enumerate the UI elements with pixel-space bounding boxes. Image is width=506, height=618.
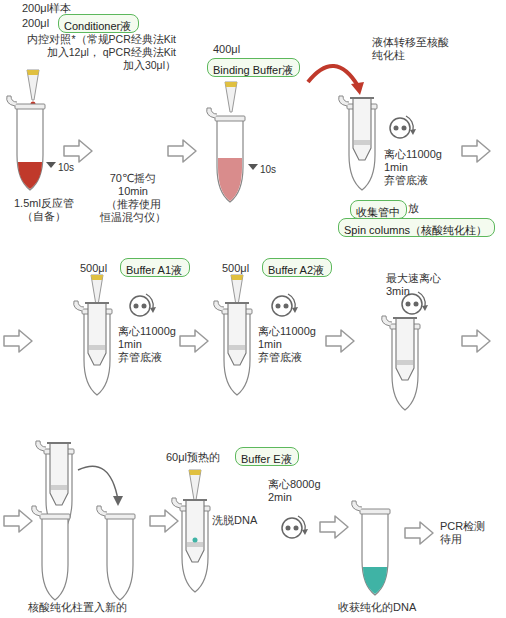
reagent-box: Buffer A2液 — [262, 258, 332, 277]
reaction-tube — [352, 501, 390, 595]
pipette-tip — [231, 275, 243, 305]
vortex-mark — [46, 162, 56, 168]
step-note: 核酸纯化柱置入新的 — [28, 601, 127, 614]
reaction-tube — [207, 108, 245, 202]
spin-column — [382, 316, 420, 410]
move-arrow-head — [113, 496, 123, 506]
reagent-box: Binding Buffer液 — [207, 58, 300, 77]
old-collection-tube — [32, 506, 70, 600]
drop — [193, 538, 198, 543]
pipette-tip — [225, 82, 237, 112]
step-arrow — [4, 330, 32, 352]
reagent-name: Binding Buffer液 — [213, 63, 293, 77]
centrifuge-icon — [272, 294, 298, 316]
reagent-box: 收集管中 — [350, 200, 407, 219]
centrifuge-icon — [390, 116, 416, 138]
sample-liquid — [18, 162, 42, 189]
reagent-name: 收集管中 — [356, 205, 400, 219]
step-1 — [7, 70, 56, 190]
step-note: 1.5ml反应管 （自备） — [14, 197, 74, 223]
centrifuge-icon — [282, 516, 308, 538]
step-note: PCR检测 待用 — [440, 520, 485, 546]
pipette-tip — [27, 70, 39, 100]
step-arrow — [150, 510, 178, 532]
step-note: 10s — [260, 163, 276, 176]
lysate-liquid — [218, 158, 242, 201]
step-note: 70℃摇匀 10min （推荐使用 恒温混匀仪） — [100, 172, 166, 224]
reagent-box: Conditioner液 — [58, 14, 139, 33]
step-note: 离心11000g 1min 弃管底液 — [118, 325, 176, 364]
step-note: 放 — [408, 202, 419, 215]
spin-column — [214, 301, 252, 395]
step-2 — [207, 66, 364, 202]
step-7 — [32, 441, 135, 600]
step-9 — [352, 501, 390, 595]
reagent-box: Buffer A1液 — [120, 258, 190, 277]
step-arrow — [462, 330, 490, 352]
reagent-name: Spin columns（核酸纯化柱） — [344, 223, 487, 237]
spin-column — [339, 96, 377, 190]
step-arrow — [64, 140, 92, 162]
centrifuge-icon — [130, 294, 156, 316]
step-note: 离心11000g 1min 弃管底液 — [258, 325, 316, 364]
step-note: 200μl — [22, 17, 49, 30]
reagent-name: Buffer A1液 — [126, 263, 182, 277]
step-note: 500μl — [80, 262, 107, 275]
step-note: 200μl样本 — [22, 2, 71, 15]
step-arrow — [405, 522, 433, 544]
step-arrow — [326, 330, 354, 352]
transfer-arrow-head — [351, 82, 364, 95]
step-note: 最大速离心 3min — [386, 272, 441, 298]
step-note: 内控对照*（常规PCR经典法Kit 加入12μl， qPCR经典法Kit 加入3… — [18, 33, 176, 72]
new-tube — [97, 506, 135, 600]
step-6 — [382, 292, 428, 410]
step-arrow — [462, 140, 490, 162]
transfer-arrow — [308, 66, 358, 86]
reagent-box: Spin columns（核酸纯化柱） — [338, 218, 495, 237]
step-note: 洗脱DNA — [212, 514, 257, 527]
step-note: 液体转移至核酸 纯化柱 — [372, 36, 449, 62]
spin-column — [172, 498, 210, 592]
pipette-tip — [91, 275, 103, 305]
reagent-name: Buffer E液 — [241, 452, 292, 466]
pipette-tip — [189, 470, 201, 500]
step-arrow — [4, 510, 32, 532]
move-arrow — [78, 466, 118, 500]
reagent-box: Buffer E液 — [235, 447, 299, 466]
step-note: 500μl — [222, 262, 249, 275]
step-note: 离心11000g 1min 弃管底液 — [384, 148, 442, 187]
step-arrow — [168, 140, 196, 162]
vortex-mark — [248, 164, 258, 170]
step-note: 离心8000g 2min — [268, 478, 321, 504]
step-arrow — [180, 330, 208, 352]
step-note: 400μl — [213, 43, 240, 56]
dna-liquid — [363, 567, 387, 594]
step-note: 10s — [58, 161, 74, 174]
reagent-name: Conditioner液 — [64, 19, 131, 33]
step-arrow — [320, 516, 348, 538]
step-note: 收获纯化的DNA — [338, 601, 416, 614]
spin-column — [74, 301, 112, 395]
step-note: 60μl预热的 — [166, 451, 220, 464]
reagent-name: Buffer A2液 — [268, 263, 324, 277]
reaction-tube — [7, 96, 45, 190]
